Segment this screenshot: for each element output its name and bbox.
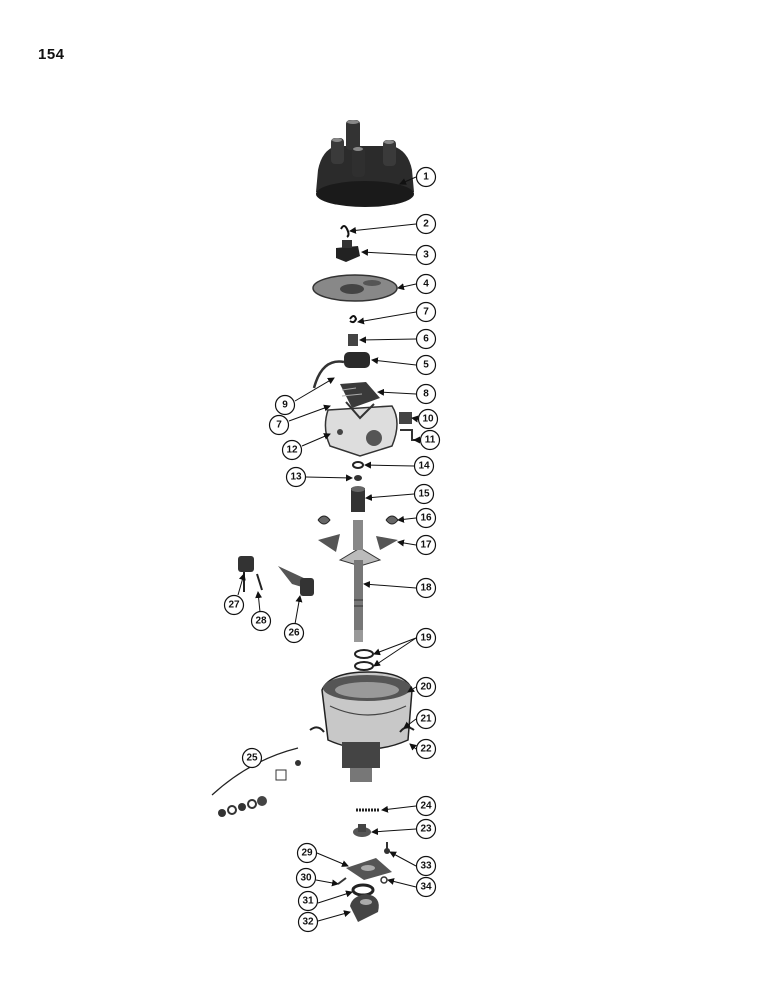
callout-15: 15 bbox=[413, 483, 435, 505]
callout-7a-label: 7 bbox=[423, 307, 429, 318]
o-rings bbox=[354, 649, 374, 671]
spring-clip bbox=[340, 225, 350, 238]
callout-25-label: 25 bbox=[246, 753, 258, 764]
callout-7b: 7 bbox=[268, 414, 290, 436]
callout-23: 23 bbox=[415, 818, 437, 840]
callout-9: 9 bbox=[274, 394, 296, 416]
callout-16-label: 16 bbox=[420, 513, 432, 524]
callout-16: 16 bbox=[415, 507, 437, 529]
callout-2-label: 2 bbox=[423, 219, 429, 230]
callout-17-label: 17 bbox=[420, 540, 432, 551]
callout-10-label: 10 bbox=[422, 414, 434, 425]
callout-29: 29 bbox=[296, 842, 318, 864]
drive-gear-parts bbox=[238, 556, 314, 596]
callout-5-label: 5 bbox=[423, 360, 429, 371]
callout-19: 19 bbox=[415, 627, 437, 649]
callout-20-label: 20 bbox=[420, 682, 432, 693]
callout-18: 18 bbox=[415, 577, 437, 599]
page-number: 154 bbox=[38, 46, 65, 63]
callout-31: 31 bbox=[297, 890, 319, 912]
callout-33-label: 33 bbox=[420, 861, 432, 872]
callout-8-label: 8 bbox=[423, 389, 429, 400]
callout-10: 10 bbox=[417, 408, 439, 430]
small-parts-upper bbox=[312, 315, 370, 389]
callout-23-label: 23 bbox=[420, 824, 432, 835]
callout-18-label: 18 bbox=[420, 583, 432, 594]
callout-11-label: 11 bbox=[425, 435, 436, 446]
callout-9-label: 9 bbox=[282, 400, 288, 411]
leader-lines bbox=[237, 176, 420, 922]
callout-26-label: 26 bbox=[288, 628, 300, 639]
callout-21: 21 bbox=[415, 708, 437, 730]
callout-15-label: 15 bbox=[418, 489, 430, 500]
dust-shield bbox=[312, 274, 398, 302]
distributor-cap bbox=[316, 120, 414, 207]
lower-assembly bbox=[337, 808, 392, 922]
callout-27: 27 bbox=[223, 594, 245, 616]
callout-25: 25 bbox=[241, 747, 263, 769]
callout-3-label: 3 bbox=[423, 250, 429, 261]
callout-32: 32 bbox=[297, 911, 319, 933]
callout-34: 34 bbox=[415, 876, 437, 898]
distributor-shaft bbox=[338, 520, 382, 642]
callout-13: 13 bbox=[285, 466, 307, 488]
callout-14-label: 14 bbox=[418, 461, 430, 472]
callout-4: 4 bbox=[415, 273, 437, 295]
callout-6-label: 6 bbox=[423, 334, 429, 345]
callout-6: 6 bbox=[415, 328, 437, 350]
callout-30-label: 30 bbox=[300, 873, 312, 884]
callout-22-label: 22 bbox=[420, 744, 432, 755]
callout-33: 33 bbox=[415, 855, 437, 877]
callout-1: 1 bbox=[415, 166, 437, 188]
rotor bbox=[336, 240, 360, 262]
breaker-plate bbox=[324, 382, 398, 457]
callout-12-label: 12 bbox=[286, 445, 298, 456]
callout-7b-label: 7 bbox=[276, 420, 282, 431]
callout-22: 22 bbox=[415, 738, 437, 760]
callout-17: 17 bbox=[415, 534, 437, 556]
callout-13-label: 13 bbox=[290, 472, 302, 483]
callout-14: 14 bbox=[413, 455, 435, 477]
callout-3: 3 bbox=[415, 244, 437, 266]
callout-20: 20 bbox=[415, 676, 437, 698]
callout-5: 5 bbox=[415, 354, 437, 376]
callout-21-label: 21 bbox=[420, 714, 432, 725]
callout-8: 8 bbox=[415, 383, 437, 405]
callout-28: 28 bbox=[250, 610, 272, 632]
callout-28-label: 28 bbox=[255, 616, 267, 627]
callout-4-label: 4 bbox=[423, 279, 429, 290]
callout-32-label: 32 bbox=[302, 917, 314, 928]
callout-30: 30 bbox=[295, 867, 317, 889]
callout-29-label: 29 bbox=[301, 848, 313, 859]
distributor-housing bbox=[309, 671, 415, 782]
callout-11: 11 bbox=[419, 429, 441, 451]
callout-19-label: 19 bbox=[420, 633, 432, 644]
callout-34-label: 34 bbox=[420, 882, 432, 893]
advance-mechanism bbox=[317, 461, 399, 552]
callouts: 1 2 3 4 7 6 5 8 9 7 10 11 12 13 14 15 16… bbox=[223, 166, 441, 933]
callout-31-label: 31 bbox=[302, 896, 314, 907]
callout-12: 12 bbox=[281, 439, 303, 461]
callout-1-label: 1 bbox=[423, 172, 429, 183]
callout-26: 26 bbox=[283, 622, 305, 644]
callout-2: 2 bbox=[415, 213, 437, 235]
callout-27-label: 27 bbox=[228, 600, 240, 611]
callout-24: 24 bbox=[415, 795, 437, 817]
callout-7a: 7 bbox=[415, 301, 437, 323]
callout-24-label: 24 bbox=[420, 801, 432, 812]
